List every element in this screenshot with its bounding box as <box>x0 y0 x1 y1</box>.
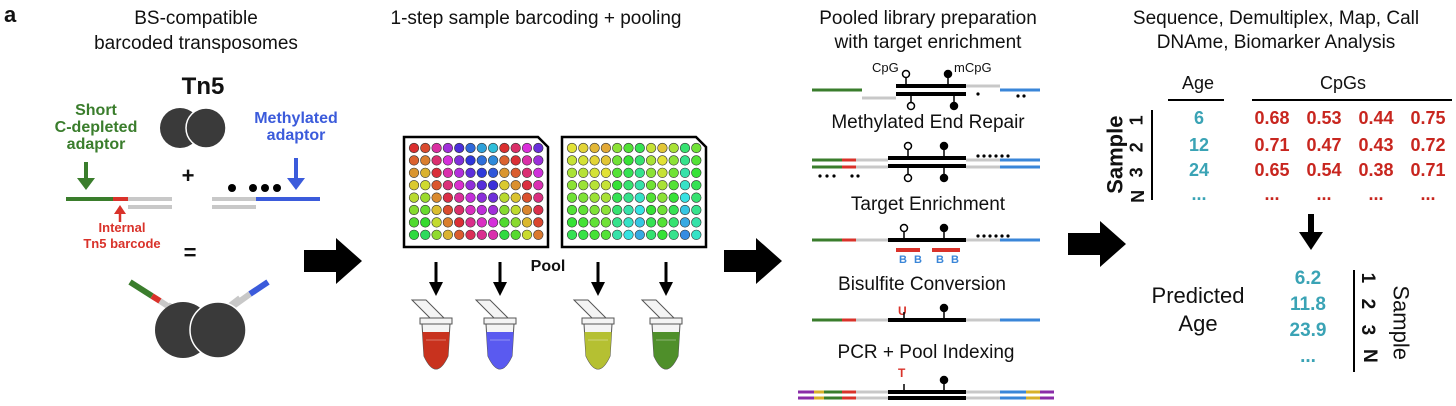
internal-barcode-label-2: Tn5 barcode <box>83 236 161 251</box>
tube-icon <box>410 299 453 370</box>
short-adaptor-icon <box>66 197 172 209</box>
step3-title-line2: with target enrichment <box>834 32 1022 53</box>
plate-icon <box>560 135 708 249</box>
methylated-adaptor-icon <box>212 184 320 209</box>
probe-label: B <box>914 254 922 266</box>
down-arrow-icon <box>1299 214 1323 250</box>
process-arrow-icon <box>724 238 782 284</box>
predicted-age-value: 6.2 <box>1294 268 1322 289</box>
cpg-value: 0.72 <box>1410 135 1446 155</box>
panel-letter: a <box>4 2 17 27</box>
step2-title: 1-step sample barcoding + pooling <box>390 8 682 29</box>
cpg-value: ... <box>1316 184 1332 204</box>
cpg-label: CpG <box>872 60 899 75</box>
cpg-value: 0.53 <box>1306 108 1342 128</box>
assembled-transposome-icon <box>128 279 270 359</box>
short-adaptor-label-2: C-depleted <box>54 119 138 136</box>
methylated-adaptor-label-1: Methylated <box>254 110 338 127</box>
age-value: 12 <box>1188 135 1210 155</box>
blue-arrow-icon <box>287 158 305 190</box>
red-arrow-icon <box>114 205 126 222</box>
down-arrow-icon <box>493 262 507 296</box>
stage-bisulfite-conversion: Bisulfite Conversion <box>838 274 1006 295</box>
dna-fragment-icon <box>812 69 1040 111</box>
tube-icon <box>640 299 683 370</box>
green-arrow-icon <box>77 162 95 190</box>
cpg-value: ... <box>1264 184 1280 204</box>
equals-sign: = <box>183 240 197 265</box>
uracil-label: U <box>898 304 907 318</box>
plate-icon <box>402 135 550 249</box>
cpg-value: 0.71 <box>1410 160 1446 180</box>
dna-fragment-icon <box>812 141 1040 183</box>
stage-methylated-end-repair: Methylated End Repair <box>831 112 1025 133</box>
internal-barcode-label-1: Internal <box>98 220 146 235</box>
step1-title-line2: barcoded transposomes <box>94 33 298 54</box>
predicted-age-value: 23.9 <box>1289 320 1327 341</box>
age-value: 24 <box>1188 160 1210 180</box>
tn5-dimer-icon <box>160 107 227 149</box>
predicted-age-value: 11.8 <box>1290 294 1326 315</box>
thymine-label: T <box>898 366 906 380</box>
step4-title-line2: DNAme, Biomarker Analysis <box>1156 32 1396 53</box>
step1-title-line1: BS-compatible <box>134 8 258 29</box>
cpg-value: 0.38 <box>1358 160 1394 180</box>
stage-pcr-pool-indexing: PCR + Pool Indexing <box>837 342 1015 363</box>
down-arrow-icon <box>591 262 605 296</box>
down-arrow-icon <box>429 262 443 296</box>
cpg-value: 0.65 <box>1254 160 1290 180</box>
tube-icon <box>474 299 517 370</box>
age-header: Age <box>1182 73 1215 93</box>
cpg-value: ... <box>1420 184 1436 204</box>
plus-sign: + <box>181 163 195 188</box>
process-arrow-icon <box>1068 221 1126 267</box>
cpg-value: 0.47 <box>1306 135 1342 155</box>
step3-title-line1: Pooled library preparation <box>819 8 1037 29</box>
cpg-value: 0.75 <box>1410 108 1446 128</box>
predicted-age-label-2: Age <box>1178 311 1218 336</box>
probe-label: B <box>899 254 907 266</box>
age-value: ... <box>1191 184 1207 204</box>
short-adaptor-label-1: Short <box>75 102 117 119</box>
cpg-value: 0.68 <box>1254 108 1290 128</box>
probe-label: B <box>951 254 959 266</box>
dna-fragment-icon <box>812 223 1040 252</box>
methylated-adaptor-label-2: adaptor <box>266 127 326 144</box>
dna-fragment-icon <box>812 303 1040 322</box>
process-arrow-icon <box>304 238 362 284</box>
tube-icon <box>572 299 615 370</box>
pool-label: Pool <box>530 258 566 275</box>
short-adaptor-label-3: adaptor <box>66 136 126 153</box>
step4-title-line1: Sequence, Demultiplex, Map, Call <box>1132 8 1420 29</box>
mcpg-label: mCpG <box>954 60 992 75</box>
stage-target-enrichment: Target Enrichment <box>850 194 1006 215</box>
cpg-value: 0.43 <box>1358 135 1394 155</box>
dna-fragment-icon <box>798 375 1054 400</box>
predicted-age-value: ... <box>1300 346 1316 367</box>
down-arrow-icon <box>659 262 673 296</box>
cpgs-header: CpGs <box>1320 73 1367 93</box>
probe-label: B <box>936 254 944 266</box>
cpg-value: 0.44 <box>1358 108 1394 128</box>
cpg-value: ... <box>1368 184 1384 204</box>
cpg-value: 0.54 <box>1306 160 1342 180</box>
cpg-value: 0.71 <box>1254 135 1290 155</box>
tn5-label: Tn5 <box>181 73 225 100</box>
predicted-age-label-1: Predicted <box>1151 283 1245 308</box>
age-value: 6 <box>1193 108 1205 128</box>
